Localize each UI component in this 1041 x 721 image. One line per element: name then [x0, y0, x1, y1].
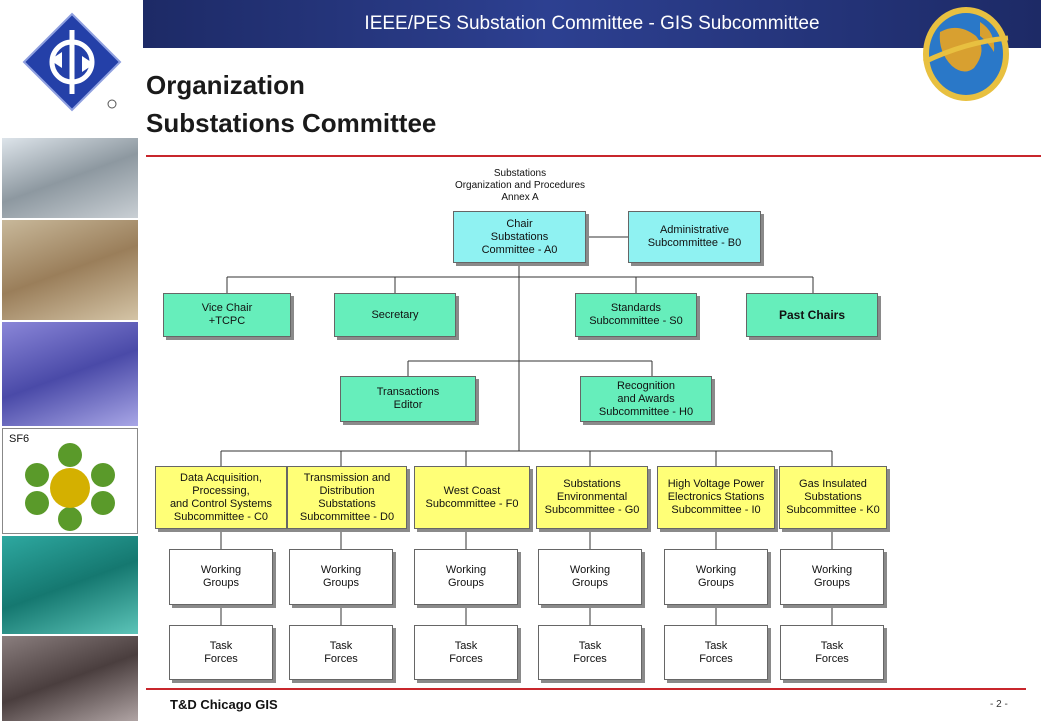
footer-label: T&D Chicago GIS — [170, 697, 278, 712]
administrative-subcommittee-box: Administrative Subcommittee - B0 — [628, 211, 761, 263]
subcommittee-c0-box: Data Acquisition, Processing, and Contro… — [155, 466, 287, 529]
working-groups-box: Working Groups — [414, 549, 518, 605]
slide-title-line1: Organization — [146, 70, 305, 100]
title-divider — [146, 155, 1041, 157]
globe-logo-icon — [922, 7, 1009, 101]
slide-title-line2: Substations Committee — [146, 108, 437, 138]
footer-divider — [146, 688, 1026, 690]
substation-photo-5 — [2, 636, 138, 721]
transactions-editor-box: Transactions Editor — [340, 376, 476, 422]
substation-photo-2 — [2, 220, 138, 320]
subcommittee-k0-box: Gas Insulated Substations Subcommittee -… — [779, 466, 887, 529]
org-chart-header: Substations Organization and Procedures … — [454, 168, 586, 203]
substation-photo-3 — [2, 322, 138, 426]
secretary-box: Secretary — [334, 293, 456, 337]
subcommittee-i0-box: High Voltage Power Electronics Stations … — [657, 466, 775, 529]
header-band — [143, 0, 1041, 48]
task-forces-box: Task Forces — [780, 625, 884, 680]
working-groups-box: Working Groups — [664, 549, 768, 605]
task-forces-box: Task Forces — [664, 625, 768, 680]
vice-chair-box: Vice Chair +TCPC — [163, 293, 291, 337]
sf6-molecule-panel: SF6 — [2, 428, 138, 534]
task-forces-box: Task Forces — [538, 625, 642, 680]
standards-subcommittee-box: Standards Subcommittee - S0 — [575, 293, 697, 337]
task-forces-box: Task Forces — [289, 625, 393, 680]
substation-photo-1 — [2, 138, 138, 218]
subcommittee-g0-box: Substations Environmental Subcommittee -… — [536, 466, 648, 529]
working-groups-box: Working Groups — [289, 549, 393, 605]
working-groups-box: Working Groups — [780, 549, 884, 605]
page-number: - 2 - — [990, 699, 1008, 710]
recognition-awards-box: Recognition and Awards Subcommittee - H0 — [580, 376, 712, 422]
working-groups-box: Working Groups — [538, 549, 642, 605]
header-title: IEEE/PES Substation Committee - GIS Subc… — [364, 13, 820, 34]
past-chairs-box: Past Chairs — [746, 293, 878, 337]
sf6-molecule-icon — [25, 443, 115, 531]
task-forces-box: Task Forces — [169, 625, 273, 680]
working-groups-box: Working Groups — [169, 549, 273, 605]
chair-box: Chair Substations Committee - A0 — [453, 211, 586, 263]
task-forces-box: Task Forces — [414, 625, 518, 680]
subcommittee-f0-box: West Coast Subcommittee - F0 — [414, 466, 530, 529]
ieee-logo-icon — [22, 12, 122, 112]
subcommittee-d0-box: Transmission and Distribution Substation… — [287, 466, 407, 529]
substation-photo-4 — [2, 536, 138, 634]
sf6-label: SF6 — [9, 433, 30, 445]
